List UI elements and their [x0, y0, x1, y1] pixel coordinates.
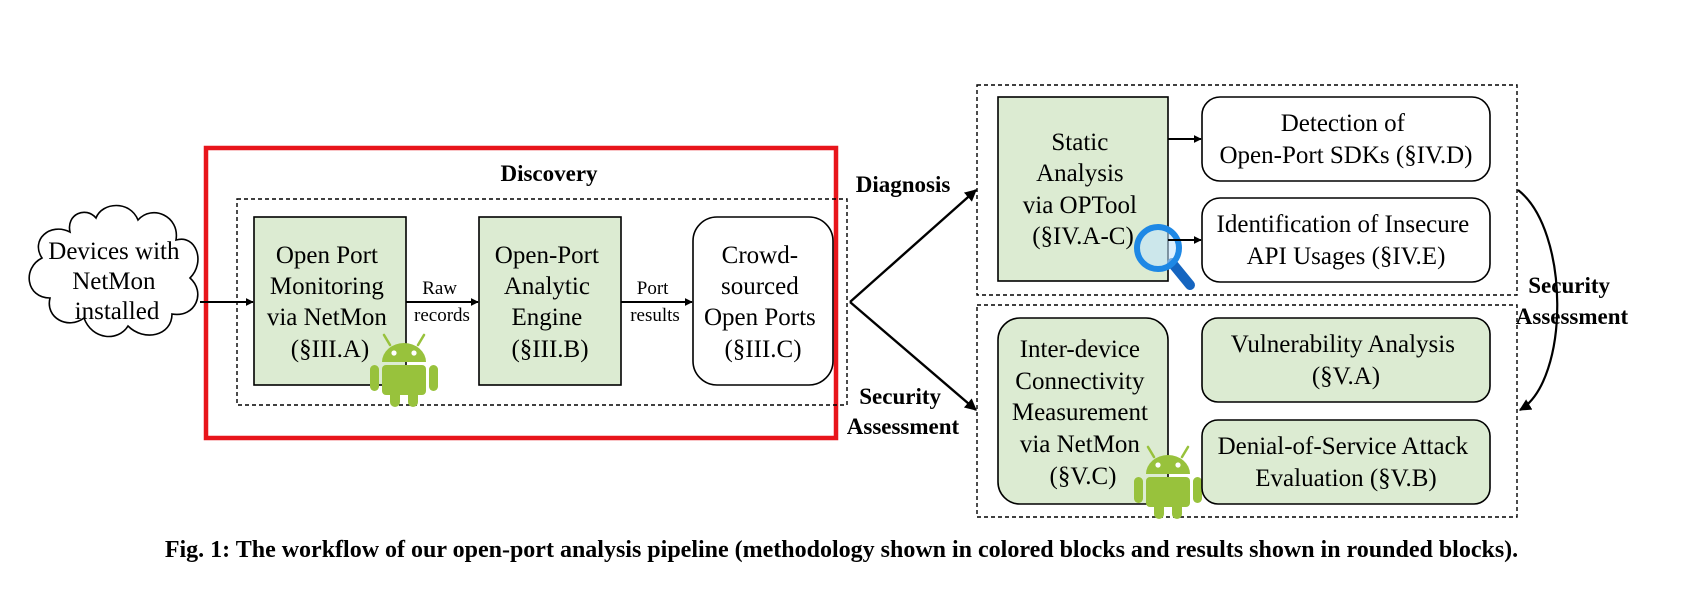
interdevice-line: via NetMon	[1020, 431, 1141, 458]
monitoring-line: (§III.A)	[291, 336, 369, 363]
feedback-security-label: Security Assessment	[1516, 273, 1629, 329]
static-line: Analysis	[1036, 160, 1124, 187]
edge-port-results-label: Port results	[630, 278, 680, 326]
security-dashed-frame	[976, 304, 1518, 518]
dos-block	[1201, 419, 1491, 505]
monitoring-label: Open Port Monitoring via NetMon (§III.A)	[267, 242, 393, 363]
devices-line: installed	[75, 298, 160, 325]
sdk-detection-block	[1201, 96, 1491, 182]
cloud-shape	[28, 204, 199, 338]
interdevice-line: (§V.C)	[1050, 463, 1117, 490]
interdevice-label: Inter-device Connectivity Measurement vi…	[1012, 336, 1154, 490]
devices-line: NetMon	[72, 268, 156, 295]
static-line: via OPTool	[1023, 192, 1137, 219]
devices-label: Devices with NetMon installed	[48, 238, 185, 325]
edge-raw-records-label: Raw records	[414, 278, 470, 326]
engine-line: Engine	[511, 304, 582, 331]
crowd-label: Crowd- sourced Open Ports (§III.C)	[704, 242, 822, 363]
security-label: Security Assessment	[847, 384, 960, 439]
static-line: Static	[1051, 129, 1108, 156]
figure-caption: Fig. 1: The workflow of our open-port an…	[164, 537, 1519, 563]
sdk-line: Open-Port SDKs (§IV.D)	[1219, 142, 1472, 169]
dos-line: Denial-of-Service Attack	[1218, 433, 1469, 460]
monitoring-line: via NetMon	[267, 304, 388, 331]
dos-label: Denial-of-Service Attack Evaluation (§V.…	[1218, 433, 1475, 492]
vuln-line: Vulnerability Analysis	[1231, 331, 1455, 358]
engine-label: Open-Port Analytic Engine (§III.B)	[495, 242, 605, 363]
api-line: API Usages (§IV.E)	[1247, 243, 1446, 270]
interdevice-line: Connectivity	[1015, 368, 1145, 395]
api-line: Identification of Insecure	[1217, 211, 1470, 238]
vulnerability-label: Vulnerability Analysis (§V.A)	[1231, 331, 1461, 390]
android-icon	[1134, 445, 1202, 519]
engine-block	[478, 216, 622, 386]
edge-label-line: records	[414, 305, 470, 326]
crowd-result-block	[692, 216, 834, 386]
crowd-line: (§III.C)	[724, 336, 801, 363]
sdk-detection-label: Detection of Open-Port SDKs (§IV.D)	[1219, 110, 1472, 169]
vuln-line: (§V.A)	[1312, 363, 1380, 390]
security-label-line: Assessment	[847, 414, 960, 439]
security-label-line: Security	[859, 384, 941, 409]
crowd-line: sourced	[721, 273, 799, 300]
feedback-curve-arrow	[1517, 189, 1559, 411]
edge-label-line: Raw	[422, 278, 457, 299]
monitoring-block	[253, 216, 407, 386]
sdk-line: Detection of	[1281, 110, 1406, 137]
vulnerability-block	[1201, 317, 1491, 403]
edge-label-line: Port	[637, 278, 669, 299]
api-identification-block	[1201, 197, 1491, 283]
monitoring-line: Monitoring	[270, 273, 384, 300]
monitoring-line: Open Port	[276, 242, 378, 269]
arrow-to-security	[849, 301, 977, 411]
api-identification-label: Identification of Insecure API Usages (§…	[1217, 211, 1476, 270]
interdevice-block	[997, 317, 1169, 505]
diagnosis-dashed-frame	[976, 84, 1518, 296]
devices-cloud-icon	[28, 204, 199, 338]
crowd-line: Open Ports	[704, 304, 816, 331]
feedback-label-line: Security	[1528, 273, 1610, 298]
engine-line: Analytic	[504, 273, 590, 300]
android-icon	[370, 333, 438, 407]
arrow-to-diagnosis	[849, 189, 977, 303]
interdevice-line: Measurement	[1012, 399, 1148, 426]
feedback-label-line: Assessment	[1516, 304, 1629, 329]
discovery-title: Discovery	[500, 161, 598, 186]
magnifier-icon	[1134, 224, 1195, 290]
edge-label-line: results	[630, 305, 680, 326]
interdevice-line: Inter-device	[1020, 336, 1140, 363]
static-line: (§IV.A-C)	[1032, 223, 1134, 250]
engine-line: Open-Port	[495, 242, 599, 269]
engine-line: (§III.B)	[511, 336, 588, 363]
static-analysis-label: Static Analysis via OPTool (§IV.A-C)	[1023, 129, 1143, 250]
devices-line: Devices with	[48, 238, 180, 265]
dos-line: Evaluation (§V.B)	[1255, 465, 1436, 492]
diagnosis-label: Diagnosis	[856, 172, 951, 197]
discovery-highlight-frame	[203, 145, 839, 441]
crowd-line: Crowd-	[722, 242, 798, 269]
